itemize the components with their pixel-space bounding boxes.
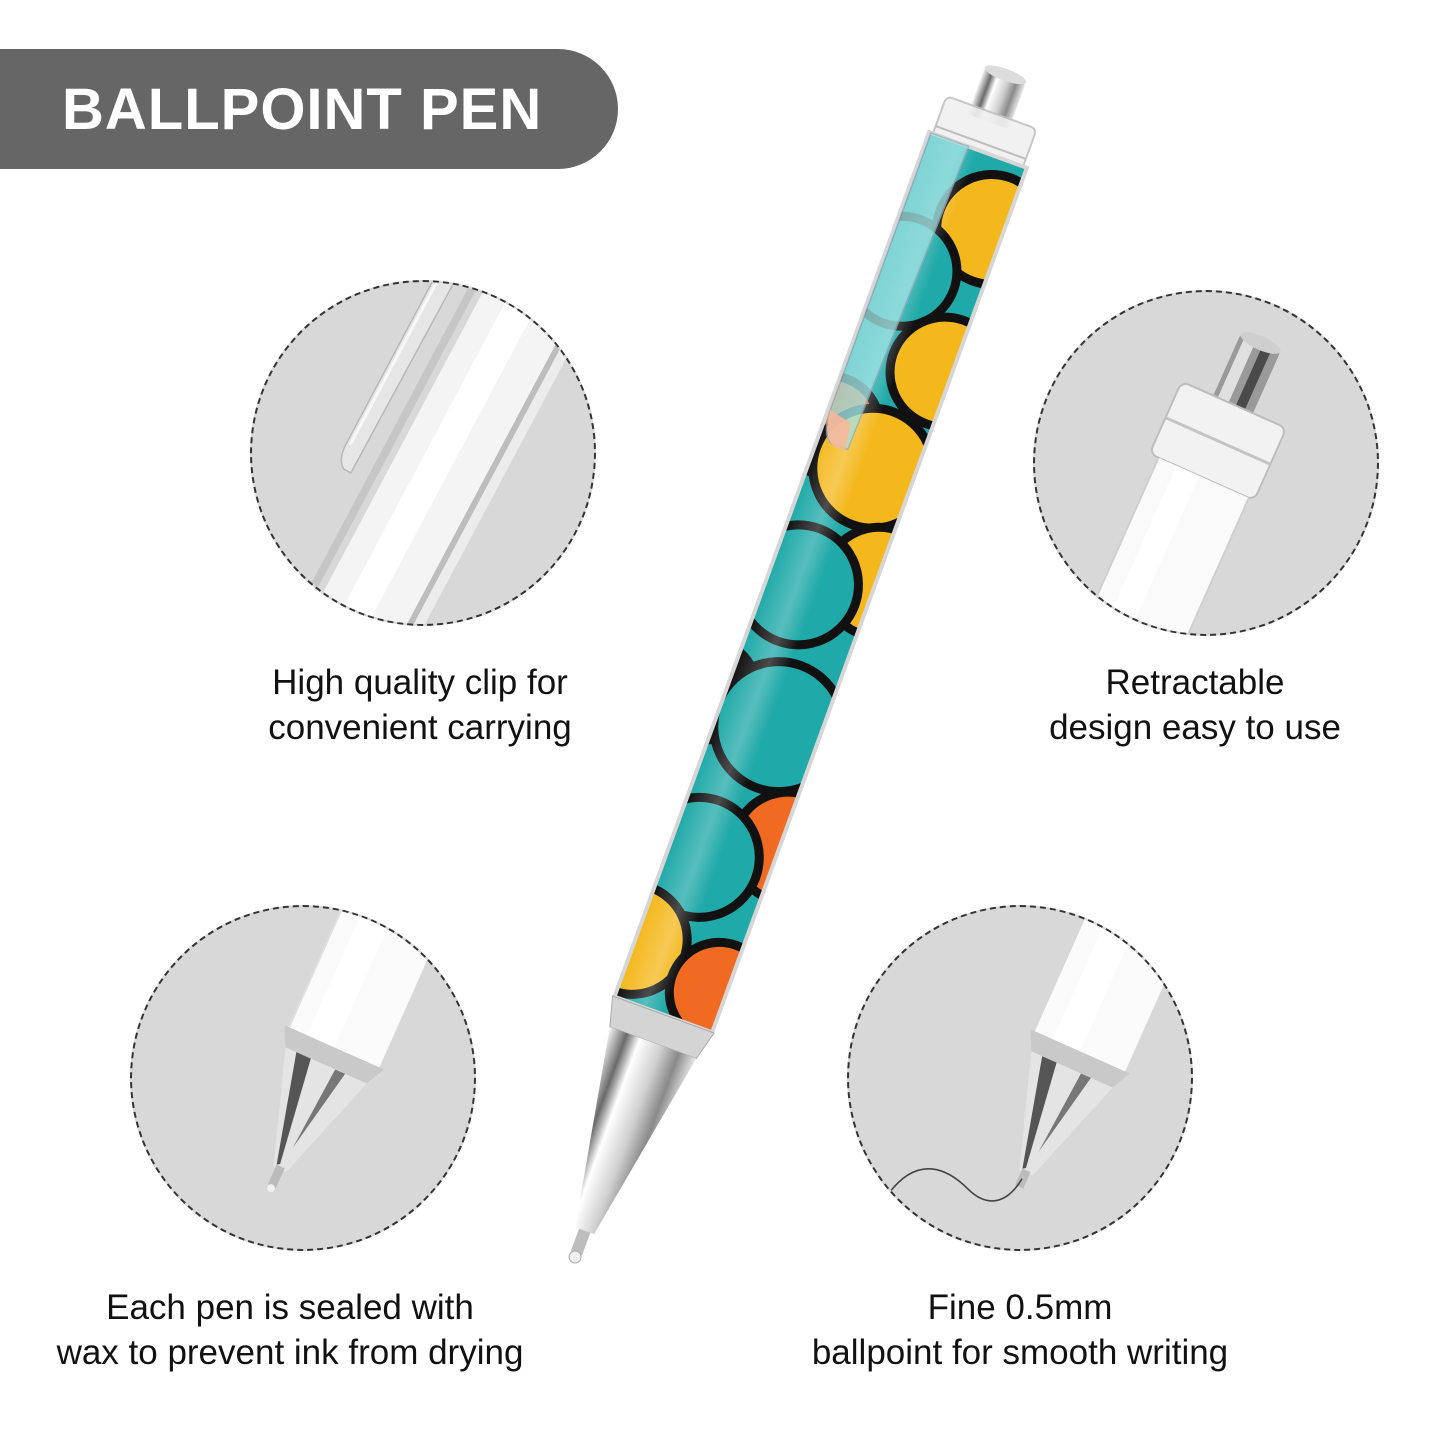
banner-title: BALLPOINT PEN (62, 76, 543, 142)
ink-line (887, 1168, 1023, 1202)
clip-closeup-image (250, 280, 596, 626)
retractable-caption: Retractable design easy to use (1049, 663, 1341, 747)
pen-tip-icon (267, 907, 452, 1193)
clip-caption: High quality clip for convenient carryin… (268, 663, 572, 747)
wax-caption: Each pen is sealed with wax to prevent i… (56, 1288, 524, 1372)
fine-caption: Fine 0.5mm ballpoint for smooth writing (811, 1288, 1229, 1372)
plunger-closeup-image (1033, 290, 1379, 636)
plunger-icon (1053, 332, 1285, 634)
clip-icon (275, 282, 594, 624)
pen-writing-icon (887, 907, 1191, 1202)
title-banner: BALLPOINT PEN (0, 49, 618, 169)
tip-closeup-image (130, 905, 476, 1251)
tip-writing-closeup-image (847, 905, 1193, 1251)
